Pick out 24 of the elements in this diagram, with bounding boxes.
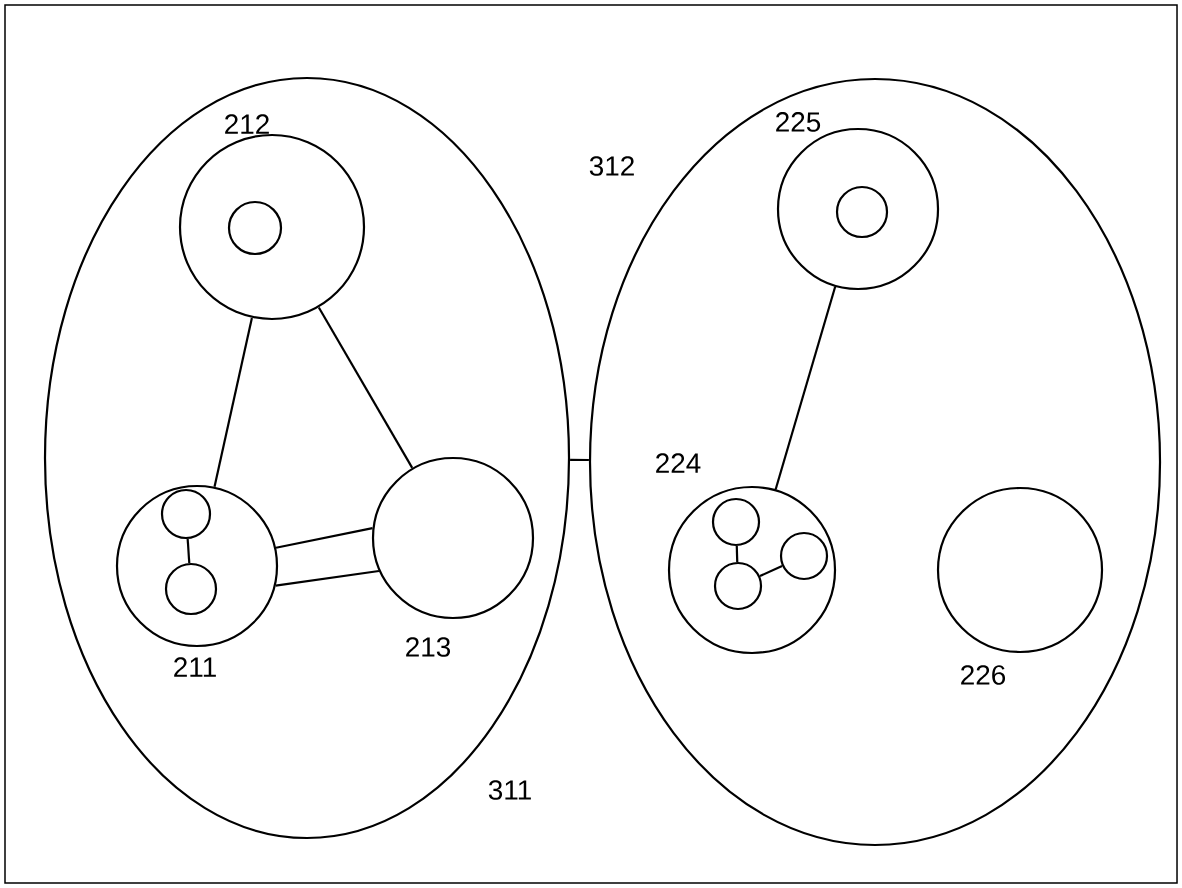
reference-number: 225 [776, 112, 821, 132]
reference-number: 312 [589, 156, 634, 176]
connector-line [735, 546, 739, 562]
reference-number: 211 [174, 657, 216, 677]
circle [835, 185, 889, 239]
reference-number: 213 [406, 637, 451, 657]
connector-line [186, 538, 191, 564]
reference-number: 212 [225, 114, 269, 134]
connector-line [213, 317, 253, 488]
reference-number: 311 [488, 780, 531, 800]
circle [779, 531, 829, 581]
connector-line [774, 286, 837, 490]
connector-line [275, 569, 380, 587]
reference-number: 226 [961, 665, 1006, 685]
connector-line [759, 564, 783, 578]
connector-line [570, 458, 589, 462]
circle [713, 561, 763, 611]
connector-line [275, 527, 373, 549]
reference-number: 224 [656, 453, 701, 473]
connector-line [317, 306, 414, 469]
circle [711, 497, 761, 547]
circle [227, 200, 283, 256]
circle [160, 488, 212, 540]
circle [164, 562, 218, 616]
